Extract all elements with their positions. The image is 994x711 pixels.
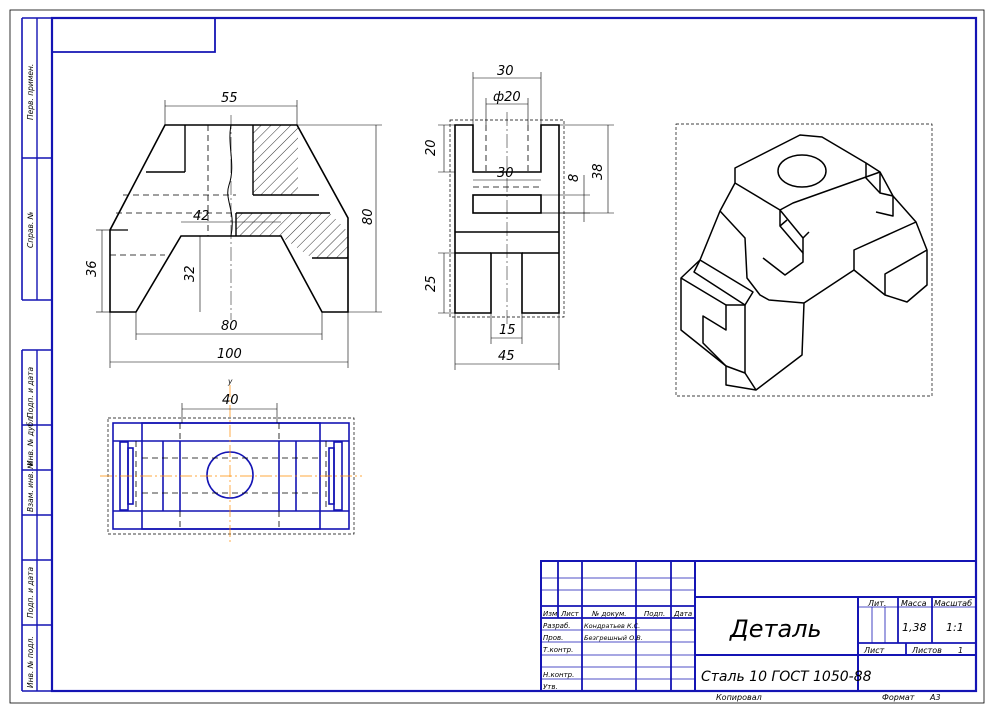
sheet-label: Лист (863, 646, 885, 655)
role-tech-control: Т.контр. (543, 646, 573, 654)
dim-side-bottom-height: 25 (424, 275, 439, 292)
dim-front-height: 80 (361, 208, 376, 225)
col-header-date: Дата (673, 610, 692, 618)
strip-label-replace-inv: Взам. инв. № (26, 461, 35, 512)
material: Сталь 10 ГОСТ 1050-88 (701, 669, 872, 685)
dim-front-inner-top: 42 (193, 209, 210, 224)
front-section-hatch-lower (236, 213, 348, 258)
format-label: Формат (882, 693, 915, 702)
sheets-label: Листов (911, 646, 942, 655)
scale-label: Масштаб (934, 599, 972, 608)
role-approved: Утв. (543, 683, 558, 691)
strip-label-orig-inv: Инв. № подл. (26, 636, 35, 688)
col-header-change: Изм (543, 610, 558, 618)
front-view (96, 100, 382, 368)
copied-label: Копировал (716, 693, 762, 702)
name-checker: Безгрешный О.В. (584, 634, 643, 642)
sheets-value: 1 (958, 646, 963, 655)
strip-label-reference: Справ. № (26, 211, 35, 248)
dim-side-bottom-slot: 15 (499, 323, 516, 338)
dim-front-opening-height: 32 (183, 265, 198, 282)
dim-side-width: 45 (498, 349, 515, 364)
top-view (100, 385, 362, 542)
dim-side-diameter: ф20 (493, 90, 521, 105)
name-developer: Кондратьев К.С. (584, 622, 640, 630)
front-view-dimensions: 55 42 80 100 80 36 32 (85, 91, 376, 362)
col-header-sheet: Лист (560, 610, 580, 618)
dim-side-top-width: 30 (497, 64, 514, 79)
part-name: Деталь (729, 615, 822, 643)
dim-front-bottom-opening: 80 (221, 319, 238, 334)
isometric-view (675, 123, 933, 397)
scale-value: 1:1 (946, 621, 964, 634)
col-header-doc-no: № докум. (591, 610, 627, 618)
mass-label: Масса (901, 599, 927, 608)
strip-label-sign-date-2: Подп. и дата (26, 567, 35, 618)
front-section-hatch-upper (253, 125, 298, 195)
dim-front-top: 55 (221, 91, 238, 106)
dim-side-slot-width: 30 (497, 166, 514, 181)
dim-side-depth: 38 (591, 163, 606, 180)
axis-label-y: y (227, 377, 233, 386)
dim-top-inner: 40 (222, 393, 239, 408)
top-view-labels: 40 y (222, 377, 239, 408)
strip-label-dup-inv: Инв. № дубл. (26, 415, 35, 466)
dim-side-slot-height: 8 (567, 174, 582, 182)
role-norm-control: Н.контр. (543, 671, 574, 679)
dim-side-top-height: 20 (424, 139, 439, 156)
lit-label: Лит. (867, 599, 886, 608)
strip-label-first-use: Перв. примен. (26, 64, 35, 120)
format-value: А3 (929, 693, 941, 702)
drawing-frame (21, 16, 978, 693)
role-developer: Разраб. (543, 622, 571, 630)
mass-value: 1,38 (902, 621, 927, 634)
side-view (438, 72, 614, 370)
left-strip-labels: Перв. примен. Справ. № Подп. и дата Инв.… (26, 64, 35, 688)
role-checker: Пров. (543, 634, 563, 642)
title-block-text: Изм Лист № докум. Подп. Дата Разраб. Кон… (543, 599, 972, 702)
title-block (540, 560, 977, 692)
col-header-signature: Подп. (644, 610, 665, 618)
dim-front-left-height: 36 (85, 260, 100, 277)
sheet-outer-border (9, 9, 985, 704)
strip-label-sign-date-1: Подп. и дата (26, 367, 35, 418)
side-view-dimensions: 30 ф20 30 8 38 20 25 15 45 (424, 64, 606, 364)
dim-front-overall-width: 100 (217, 347, 242, 362)
